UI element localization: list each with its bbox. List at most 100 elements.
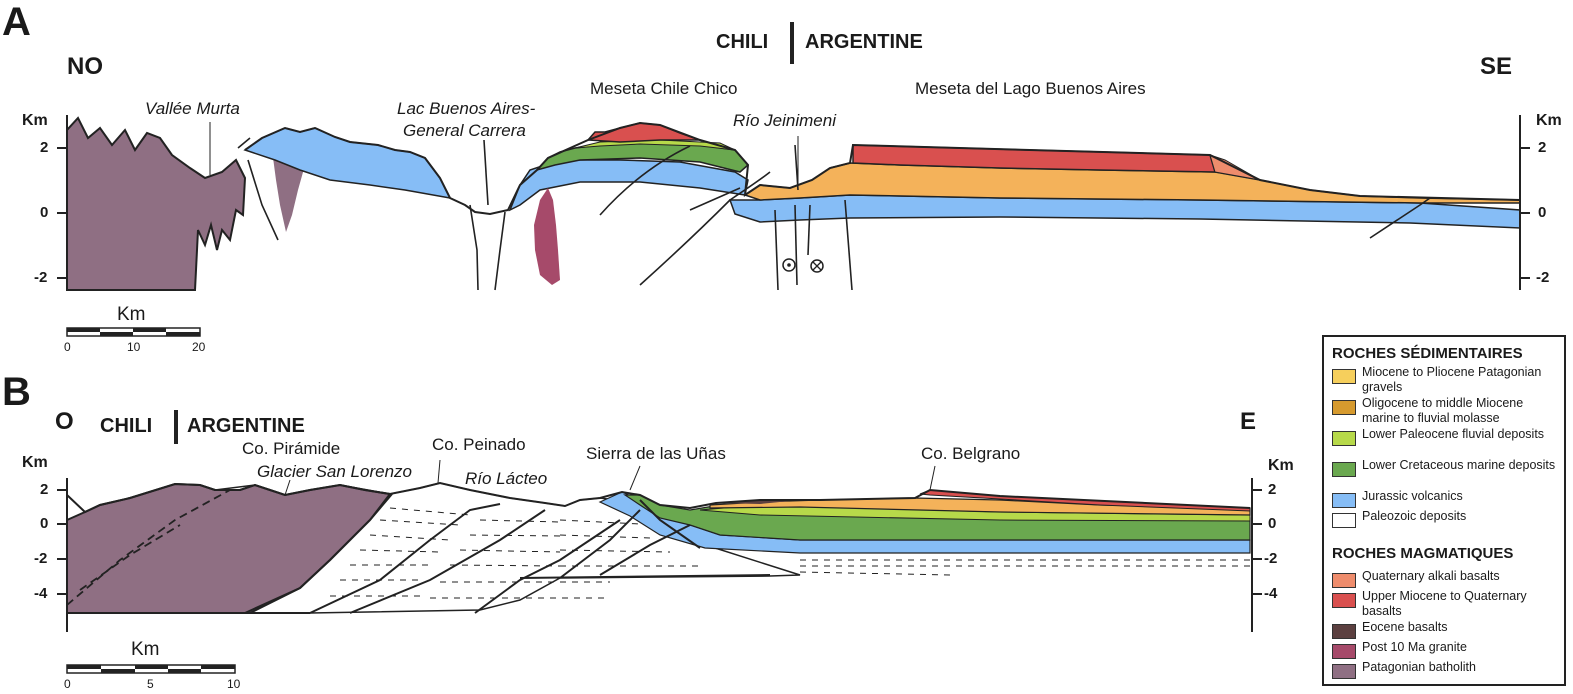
legend-label: Quaternary alkali basalts [1362,569,1500,583]
legend-magmatic-title: ROCHES MAGMATIQUES [1332,545,1514,562]
label-sierra: Sierra de las Uñas [586,444,726,463]
legend-swatch [1332,644,1356,659]
scale-bar-b [66,664,236,674]
legend-swatch [1332,664,1356,679]
label-piramide: Co. Pirámide [242,439,341,458]
label-belgrano: Co. Belgrano [921,444,1021,463]
tick-left-a-2: -2 [34,269,48,286]
legend-swatch [1332,513,1356,528]
thrusts-b [67,493,771,614]
direction-left-b: O [55,408,74,435]
legend-item: Miocene to Pliocene Patagonian gravels [1332,365,1562,395]
bedding-b [330,507,1250,599]
leader-lines [209,122,936,496]
label-glacier: Glacier San Lorenzo [257,462,412,481]
country-right-b: ARGENTINE [187,415,305,437]
legend-swatch [1332,462,1356,477]
legend-swatch [1332,573,1356,588]
legend-swatch [1332,624,1356,639]
legend-swatch [1332,369,1356,384]
scale-tick-b-2: 10 [227,677,241,691]
axis-right-b [1251,478,1262,632]
axis-left-b [57,478,68,632]
legend-item: Paleozoic deposits [1332,509,1562,539]
tick-right-b-0: 2 [1268,481,1277,498]
label-lacteo: Río Lácteo [465,469,548,488]
scale-tick-b-0: 0 [64,677,71,691]
axis-unit-left-a: Km [22,112,48,129]
legend-item: Lower Paleocene fluvial deposits [1332,427,1562,457]
scale-title-a: Km [117,304,146,325]
legend-item: Oligocene to middle Miocene marine to fl… [1332,396,1562,426]
legend-swatch [1332,400,1356,415]
legend-item: Patagonian batholith [1332,660,1562,690]
tick-right-a-0: 2 [1538,139,1547,156]
label-jeinimeni: Río Jeinimeni [733,111,836,130]
tick-right-a-1: 0 [1538,204,1547,221]
scale-title-b: Km [131,639,160,660]
label-vallee-murta: Vallée Murta [145,99,240,118]
tick-left-a-1: 0 [40,204,49,221]
scale-tick-a-1: 10 [127,340,141,354]
label-lac-2: General Carrera [403,121,526,140]
axis-unit-right-a: Km [1536,112,1562,129]
legend-label: Lower Cretaceous marine deposits [1362,458,1556,472]
direction-right-a: SE [1480,53,1513,80]
tick-right-a-2: -2 [1536,269,1550,286]
axis-left-a [57,115,68,290]
scale-tick-b-1: 5 [147,677,154,691]
legend-label: Miocene to Pliocene Patagonian gravels [1362,365,1542,394]
country-left-a: CHILI [716,31,769,53]
legend: ROCHES SÉDIMENTAIRES Miocene to Pliocene… [1322,335,1566,686]
topography-b [66,481,1251,514]
scale-tick-a-0: 0 [64,340,71,354]
country-left-b: CHILI [100,415,153,437]
axis-unit-left-b: Km [22,454,48,471]
legend-label: Oligocene to middle Miocene marine to fl… [1362,396,1524,425]
legend-swatch [1332,493,1356,508]
tick-left-a-0: 2 [40,139,49,156]
scale-tick-a-2: 20 [192,340,206,354]
legend-label: Lower Paleocene fluvial deposits [1362,427,1545,441]
direction-left-a: NO [67,53,103,80]
topography-a [244,121,1521,216]
label-lago: Meseta del Lago Buenos Aires [915,79,1146,98]
batholith-a [66,116,247,291]
label-chile-chico: Meseta Chile Chico [590,79,738,98]
label-peinado: Co. Peinado [432,435,526,454]
tick-left-b-2: -2 [34,550,48,567]
legend-label: Jurassic volcanics [1362,489,1463,503]
direction-right-b: E [1240,408,1257,435]
panel-letter-b: B [2,370,31,414]
tick-left-b-0: 2 [40,481,49,498]
country-right-a: ARGENTINE [805,31,923,53]
tick-right-b-2: -2 [1264,550,1278,567]
legend-item: Quaternary alkali basalts [1332,569,1562,599]
granite-post10 [534,188,560,285]
label-lac-1: Lac Buenos Aires- [397,99,536,118]
dashed-lines-b [66,489,231,606]
legend-label: Upper Miocene to Quaternary basalts [1362,589,1527,618]
axis-right-a [1519,115,1530,290]
tick-right-b-3: -4 [1264,585,1278,602]
legend-label: Post 10 Ma granite [1362,640,1467,654]
legend-label: Eocene basalts [1362,620,1448,634]
legend-item: Post 10 Ma granite [1332,640,1562,670]
tick-right-b-1: 0 [1268,515,1277,532]
faults-a [237,137,1431,291]
legend-item: Lower Cretaceous marine deposits [1332,458,1562,488]
legend-label: Patagonian batholith [1362,660,1476,674]
axis-unit-right-b: Km [1268,457,1294,474]
legend-swatch [1332,431,1356,446]
basalt-chile-chico [586,122,701,143]
tick-left-b-3: -4 [34,585,48,602]
legend-swatch [1332,593,1356,608]
scale-bar-a [66,327,201,337]
tick-left-b-1: 0 [40,515,49,532]
legend-sedimentary-title: ROCHES SÉDIMENTAIRES [1332,345,1523,362]
legend-item: Eocene basalts [1332,620,1562,650]
legend-label: Paleozoic deposits [1362,509,1467,523]
legend-item: Jurassic volcanics [1332,489,1562,519]
